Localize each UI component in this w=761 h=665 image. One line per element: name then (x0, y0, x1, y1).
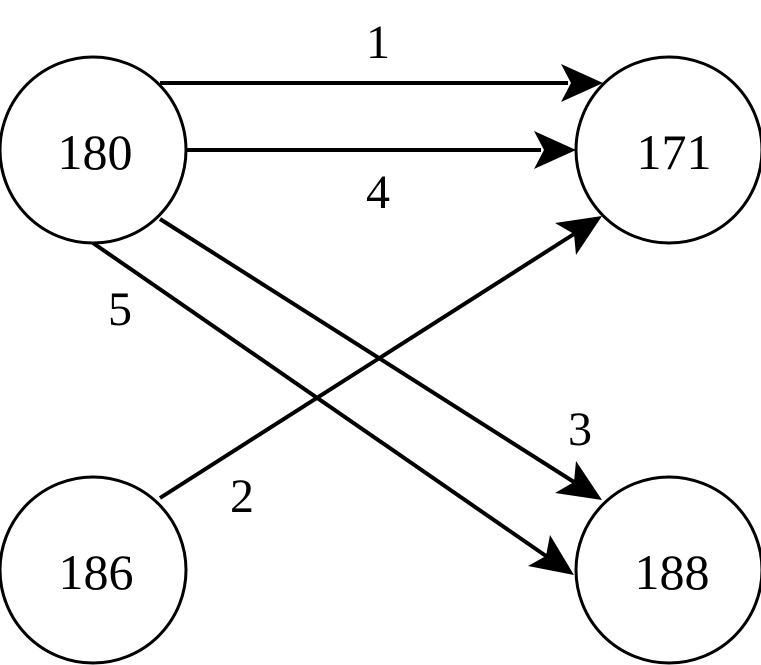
edge-label-1: 1 (366, 16, 390, 69)
edge-180-188-a: 3 (158, 217, 602, 500)
edge-186-171: 2 (158, 216, 602, 523)
edge-180-188-b: 5 (91, 241, 574, 575)
node-180: 180 (0, 55, 188, 245)
node-label-180: 180 (58, 124, 133, 180)
node-188: 188 (574, 475, 761, 665)
node-186: 186 (0, 475, 188, 665)
edge-180-171-a: 1 (160, 16, 603, 102)
edge-label-2: 2 (230, 470, 254, 523)
node-label-188: 188 (635, 544, 710, 600)
edge-label-5: 5 (108, 283, 132, 336)
edge-label-4: 4 (366, 166, 390, 219)
node-171: 171 (574, 55, 761, 245)
edge-label-3: 3 (568, 403, 592, 456)
node-label-171: 171 (637, 124, 712, 180)
edge-180-171-b: 4 (186, 131, 576, 219)
node-label-186: 186 (59, 544, 134, 600)
